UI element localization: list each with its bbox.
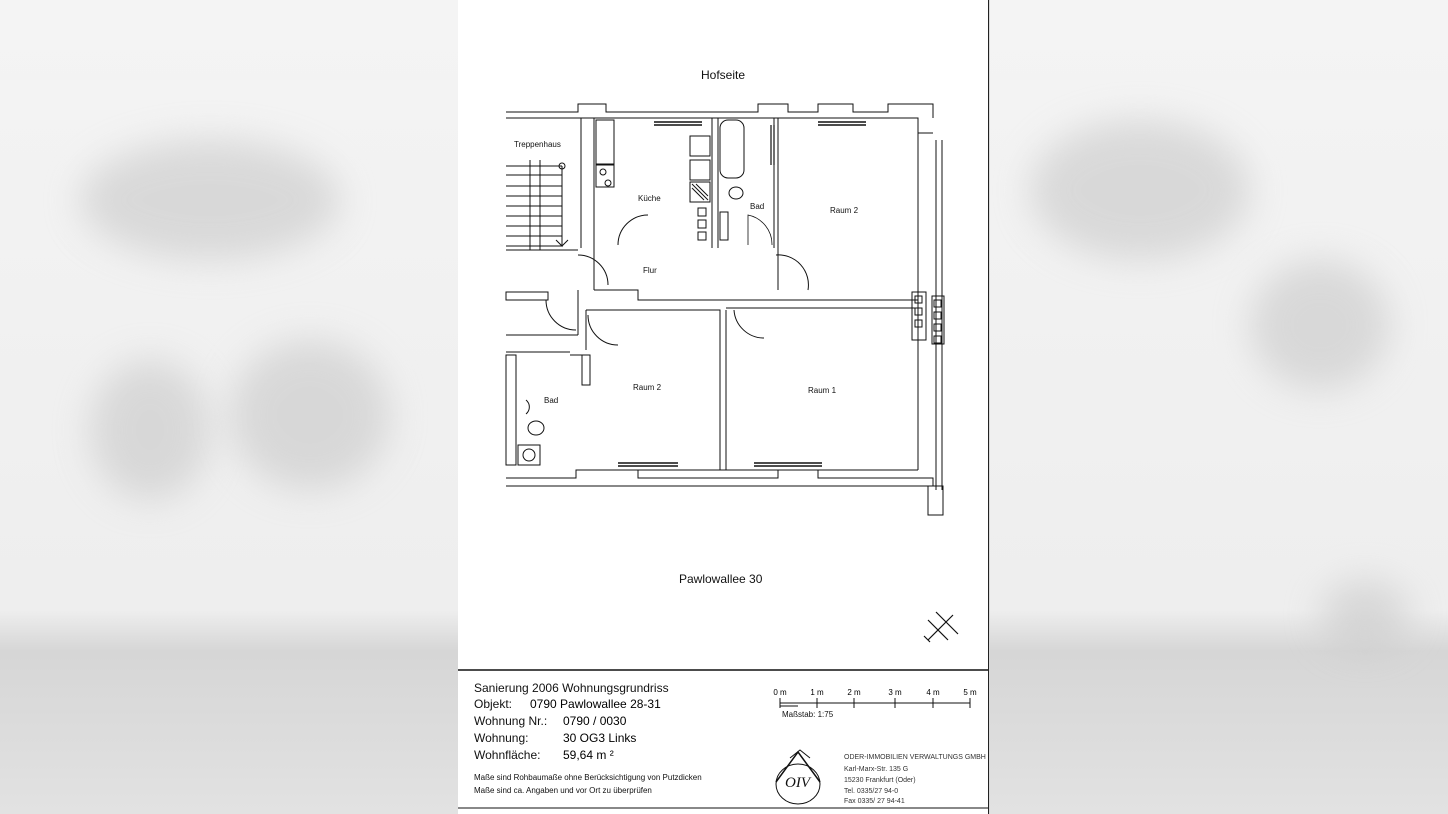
blurred-background-left [0,0,458,814]
company-city: 15230 Frankfurt (Oder) [844,777,916,784]
bottom-street-label: Pawlowallee 30 [679,572,763,586]
wohnung-nr-value: 0790 / 0030 [563,714,627,728]
wohnflaeche-value: 59,64 m ² [563,748,614,762]
scale-tick-2: 2 m [847,688,861,697]
scale-tick-0: 0 m [773,688,787,697]
room-label-raum2-bottom: Raum 2 [633,383,662,392]
measurement-note-1: Maße sind Rohbaumaße ohne Berücksichtigu… [474,773,702,782]
room-label-raum1: Raum 1 [808,386,837,395]
wohnflaeche-label: Wohnfläche: [474,748,541,762]
scale-tick-1: 1 m [810,688,824,697]
company-fax: Fax 0335/ 27 94-41 [844,798,905,805]
company-street: Karl-Marx-Str. 135 G [844,766,909,773]
wohnung-label: Wohnung: [474,731,529,745]
wohnung-nr-label: Wohnung Nr.: [474,714,548,728]
scale-tick-4: 4 m [926,688,940,697]
wohnung-value: 30 OG3 Links [563,731,637,745]
objekt-label: Objekt: [474,697,513,711]
room-label-raum2-top: Raum 2 [830,206,859,215]
measurement-note-2: Maße sind ca. Angaben und vor Ort zu übe… [474,786,652,795]
objekt-value: 0790 Pawlowallee 28-31 [530,697,661,711]
blurred-background-right [990,0,1448,814]
company-logo: OIV [785,775,810,791]
room-label-kueche: Küche [638,194,661,203]
company-name: ODER-IMMOBILIEN VERWALTUNGS GMBH [844,754,986,761]
room-label-flur: Flur [643,266,657,275]
company-phone: Tel. 0335/27 94-0 [844,788,899,795]
floor-plan-drawing [458,103,988,809]
title-line: Sanierung 2006 Wohnungsgrundriss [474,681,669,695]
room-label-bad-top: Bad [750,202,765,211]
room-label-treppenhaus: Treppenhaus [514,140,561,149]
scale-tick-3: 3 m [888,688,902,697]
floor-plan-sheet: Hofseite Pawlowallee 30 Treppenhaus Küch… [458,0,989,814]
top-side-label: Hofseite [701,68,746,82]
scale-tick-5: 5 m [963,688,977,697]
scale-text: Maßstab: 1:75 [782,710,834,719]
room-label-bad-bottom: Bad [544,396,559,405]
